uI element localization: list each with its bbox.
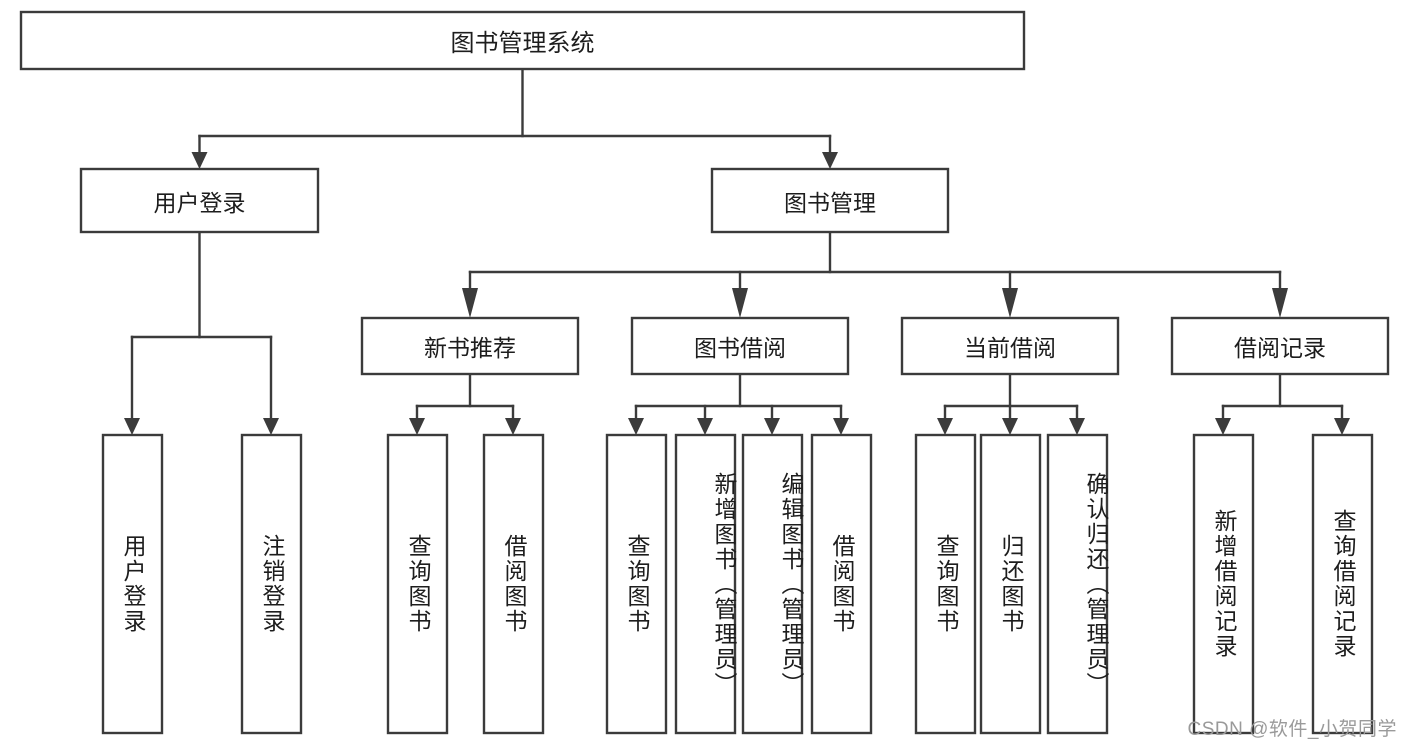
arrow-head-icon bbox=[462, 288, 478, 318]
arrow-head-icon bbox=[263, 418, 279, 435]
arrow-head-icon bbox=[505, 418, 521, 435]
connector-bookmgmt-to-level3 bbox=[462, 230, 1288, 318]
arrow-head-icon bbox=[833, 418, 849, 435]
node-box-leaf[interactable] bbox=[605, 433, 668, 735]
connector-currentborrow-to-leaves bbox=[937, 372, 1085, 435]
node-box-current-borrow[interactable] bbox=[900, 316, 1120, 376]
arrow-head-icon bbox=[1215, 418, 1231, 435]
node-box-leaf[interactable] bbox=[810, 433, 873, 735]
node-box-leaf[interactable] bbox=[914, 433, 977, 735]
arrow-head-icon bbox=[1272, 288, 1288, 318]
arrow-head-icon bbox=[697, 418, 713, 435]
arrow-head-icon bbox=[1334, 418, 1350, 435]
node-box-leaf[interactable] bbox=[101, 433, 164, 735]
arrow-head-icon bbox=[732, 288, 748, 318]
node-box-borrow-record[interactable] bbox=[1170, 316, 1390, 376]
arrow-head-icon bbox=[822, 152, 838, 169]
node-box-leaf[interactable] bbox=[1192, 433, 1255, 735]
connector-bookborrow-to-leaves bbox=[628, 372, 849, 435]
arrow-head-icon bbox=[1069, 418, 1085, 435]
node-box-leaf[interactable] bbox=[386, 433, 449, 735]
arrow-head-icon bbox=[191, 152, 208, 169]
node-box-leaf[interactable] bbox=[482, 433, 545, 735]
node-box-leaf[interactable] bbox=[240, 433, 303, 735]
arrow-head-icon bbox=[1002, 288, 1018, 318]
connector-root-to-level2 bbox=[191, 67, 838, 169]
node-box-leaf[interactable] bbox=[674, 433, 737, 735]
connector-userlogin-to-leaves bbox=[124, 230, 279, 435]
connector-borrowrecord-to-leaves bbox=[1215, 372, 1350, 435]
arrow-head-icon bbox=[937, 418, 953, 435]
arrow-head-icon bbox=[628, 418, 644, 435]
watermark-text: CSDN @软件_小贺同学 bbox=[1187, 719, 1397, 740]
node-box-root[interactable] bbox=[19, 10, 1026, 71]
arrow-head-icon bbox=[409, 418, 425, 435]
node-box-user-login[interactable] bbox=[79, 167, 320, 234]
node-box-leaf[interactable] bbox=[741, 433, 804, 735]
node-box-leaf[interactable] bbox=[979, 433, 1042, 735]
arrow-head-icon bbox=[1002, 418, 1018, 435]
node-box-book-borrow[interactable] bbox=[630, 316, 850, 376]
node-box-leaf[interactable] bbox=[1311, 433, 1374, 735]
arrow-head-icon bbox=[124, 418, 140, 435]
node-box-new-book-recommend[interactable] bbox=[360, 316, 580, 376]
node-box-leaf[interactable] bbox=[1046, 433, 1109, 735]
arrow-head-icon bbox=[764, 418, 780, 435]
connector-newbook-to-leaves bbox=[409, 372, 521, 435]
node-box-book-management[interactable] bbox=[710, 167, 950, 234]
